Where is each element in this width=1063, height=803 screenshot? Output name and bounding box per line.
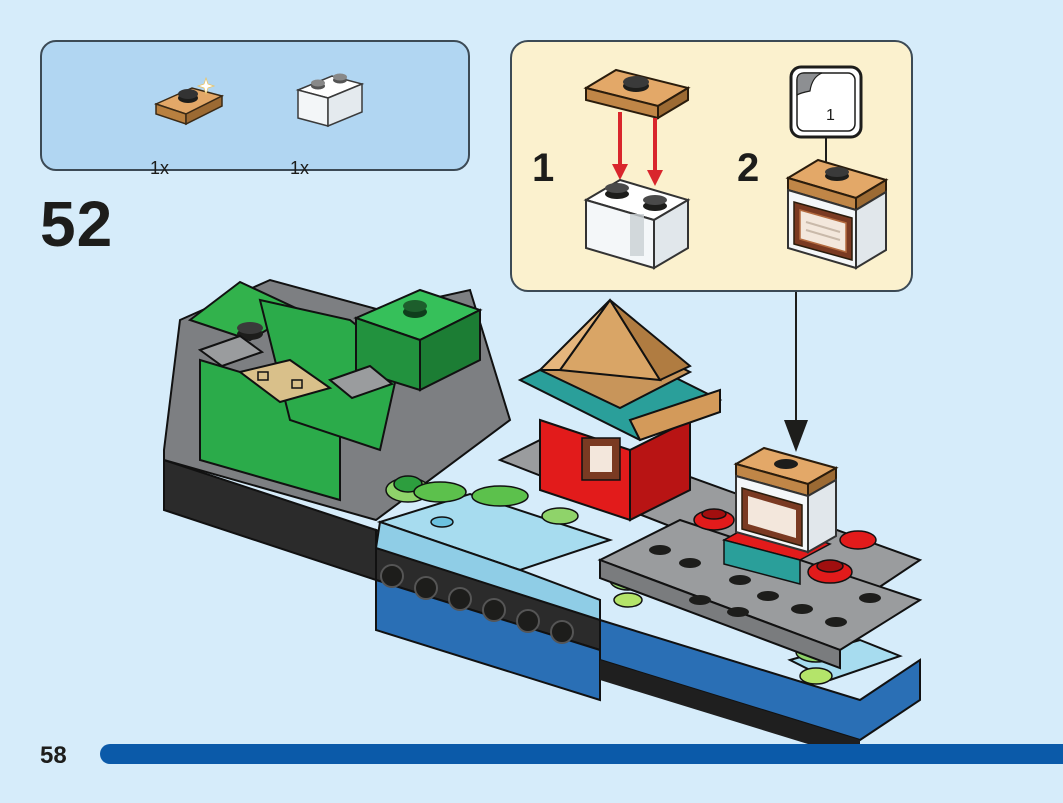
page-progress-bar bbox=[100, 744, 1063, 764]
model-base bbox=[163, 458, 921, 760]
new-element-placed bbox=[733, 446, 839, 554]
sub-step-2-number: 2 bbox=[737, 146, 760, 190]
step-number: 52 bbox=[40, 188, 114, 260]
part-clear-brick: 1x bbox=[290, 62, 370, 178]
page-number: 58 bbox=[40, 742, 67, 769]
tan-plate-1x2-icon bbox=[153, 76, 225, 126]
parts-list-box: 1x 1x bbox=[40, 40, 470, 178]
sub-step-1-number: 1 bbox=[532, 146, 555, 190]
sticker-number: 1 bbox=[826, 107, 835, 124]
clear-brick-1x2-icon bbox=[295, 73, 365, 128]
part-quantity: 1x bbox=[290, 158, 310, 178]
sub-step-2-assembly bbox=[785, 158, 889, 270]
sub-step-1-tan-plate bbox=[583, 68, 691, 120]
green-mountain bbox=[163, 278, 512, 522]
part-tan-plate: 1x bbox=[150, 62, 230, 178]
sub-step-1-arrows bbox=[612, 112, 663, 186]
part-quantity: 1x bbox=[150, 158, 170, 178]
sub-step-1-clear-brick bbox=[583, 178, 691, 270]
placement-arrow bbox=[784, 292, 808, 452]
red-pavilion bbox=[517, 298, 723, 522]
sticker-sheet-icon bbox=[789, 65, 863, 208]
